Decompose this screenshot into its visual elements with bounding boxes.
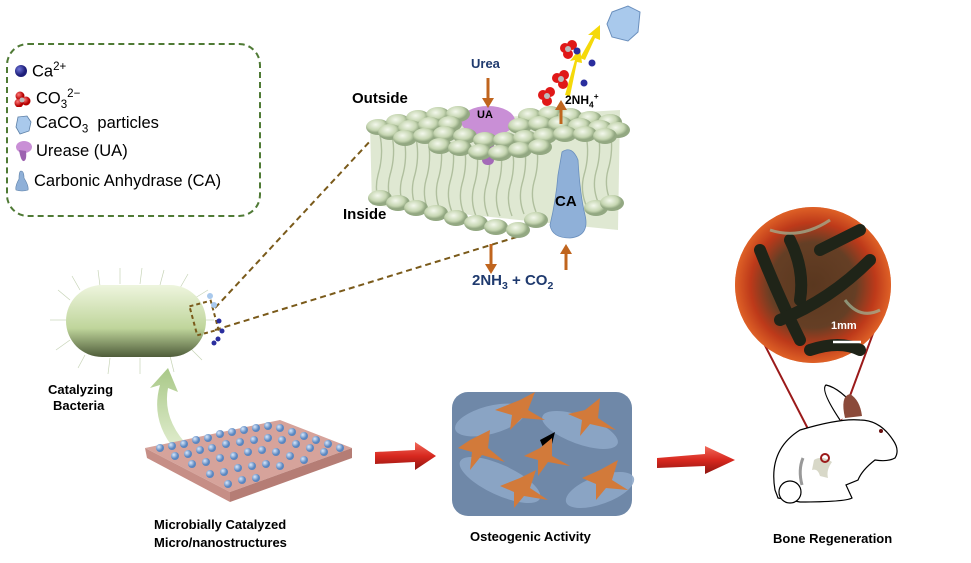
carbonic-anhydrase-protein [549,149,587,239]
legend-label: CO [36,89,61,108]
scale-bar-label: 1mm [831,320,857,332]
osteogenic-label: Osteogenic Activity [470,529,591,544]
caco3-particle [606,5,641,42]
legend-item-carbonic-anhydrase: Carbonic Anhydrase (CA) [14,170,221,192]
osteogenic-image [452,392,635,516]
urease-icon [16,141,32,162]
inner-leaflet-heads [368,190,624,238]
legend-item-ca-ion: Ca2+ [14,61,66,82]
legend-label: CaCO [36,114,82,132]
micro-nanostructure-slab [145,420,352,502]
legend-label: Carbonic Anhydrase (CA) [34,171,222,190]
products-label: 2NH3 + CO2 [472,272,554,292]
carbonate-ions [538,40,577,106]
carbonic-anhydrase-icon [15,170,29,192]
legend-item-urease: Urease (UA) [14,140,128,162]
carbonic-anhydrase-label: CA [555,193,577,210]
urease-label: UA [477,109,493,121]
bacteria-label-line2: Bacteria [53,398,105,413]
inside-label: Inside [343,206,387,223]
rabbit-illustration [773,384,898,504]
legend-box [6,43,261,217]
legend-label: Urease (UA) [36,141,128,160]
structures-label-line2: Micro/nanostructures [154,535,287,550]
legend-item-caco3: CaCO3 particles [14,114,159,135]
bone-regeneration-label: Bone Regeneration [773,531,893,546]
curved-arrow-icon [150,368,190,450]
outer-leaflet-heads [366,106,630,161]
calcium-ions [573,47,596,87]
flow-arrow-1 [375,442,436,470]
ca-ion-icon [15,65,27,78]
urea-label: Urea [471,56,500,71]
zoom-line-top [214,137,374,309]
outside-label: Outside [352,90,408,107]
legend-item-carbonate: CO32− [14,88,80,111]
structures-label-line1: Microbially Catalyzed [154,517,287,532]
reaction-arrows [482,78,572,274]
carbonate-ion-icon [14,91,31,108]
flow-arrow-2 [657,446,735,474]
ammonium-label: 2NH4+ [565,91,599,110]
legend-label: Ca [32,62,54,81]
bone-histology-image [735,207,891,363]
precipitation-arrow [565,25,600,96]
bacterium [50,267,225,375]
caco3-particle-icon [15,115,32,135]
bacteria-label-line1: Catalyzing [48,382,114,397]
zoom-line-bottom [214,235,521,331]
